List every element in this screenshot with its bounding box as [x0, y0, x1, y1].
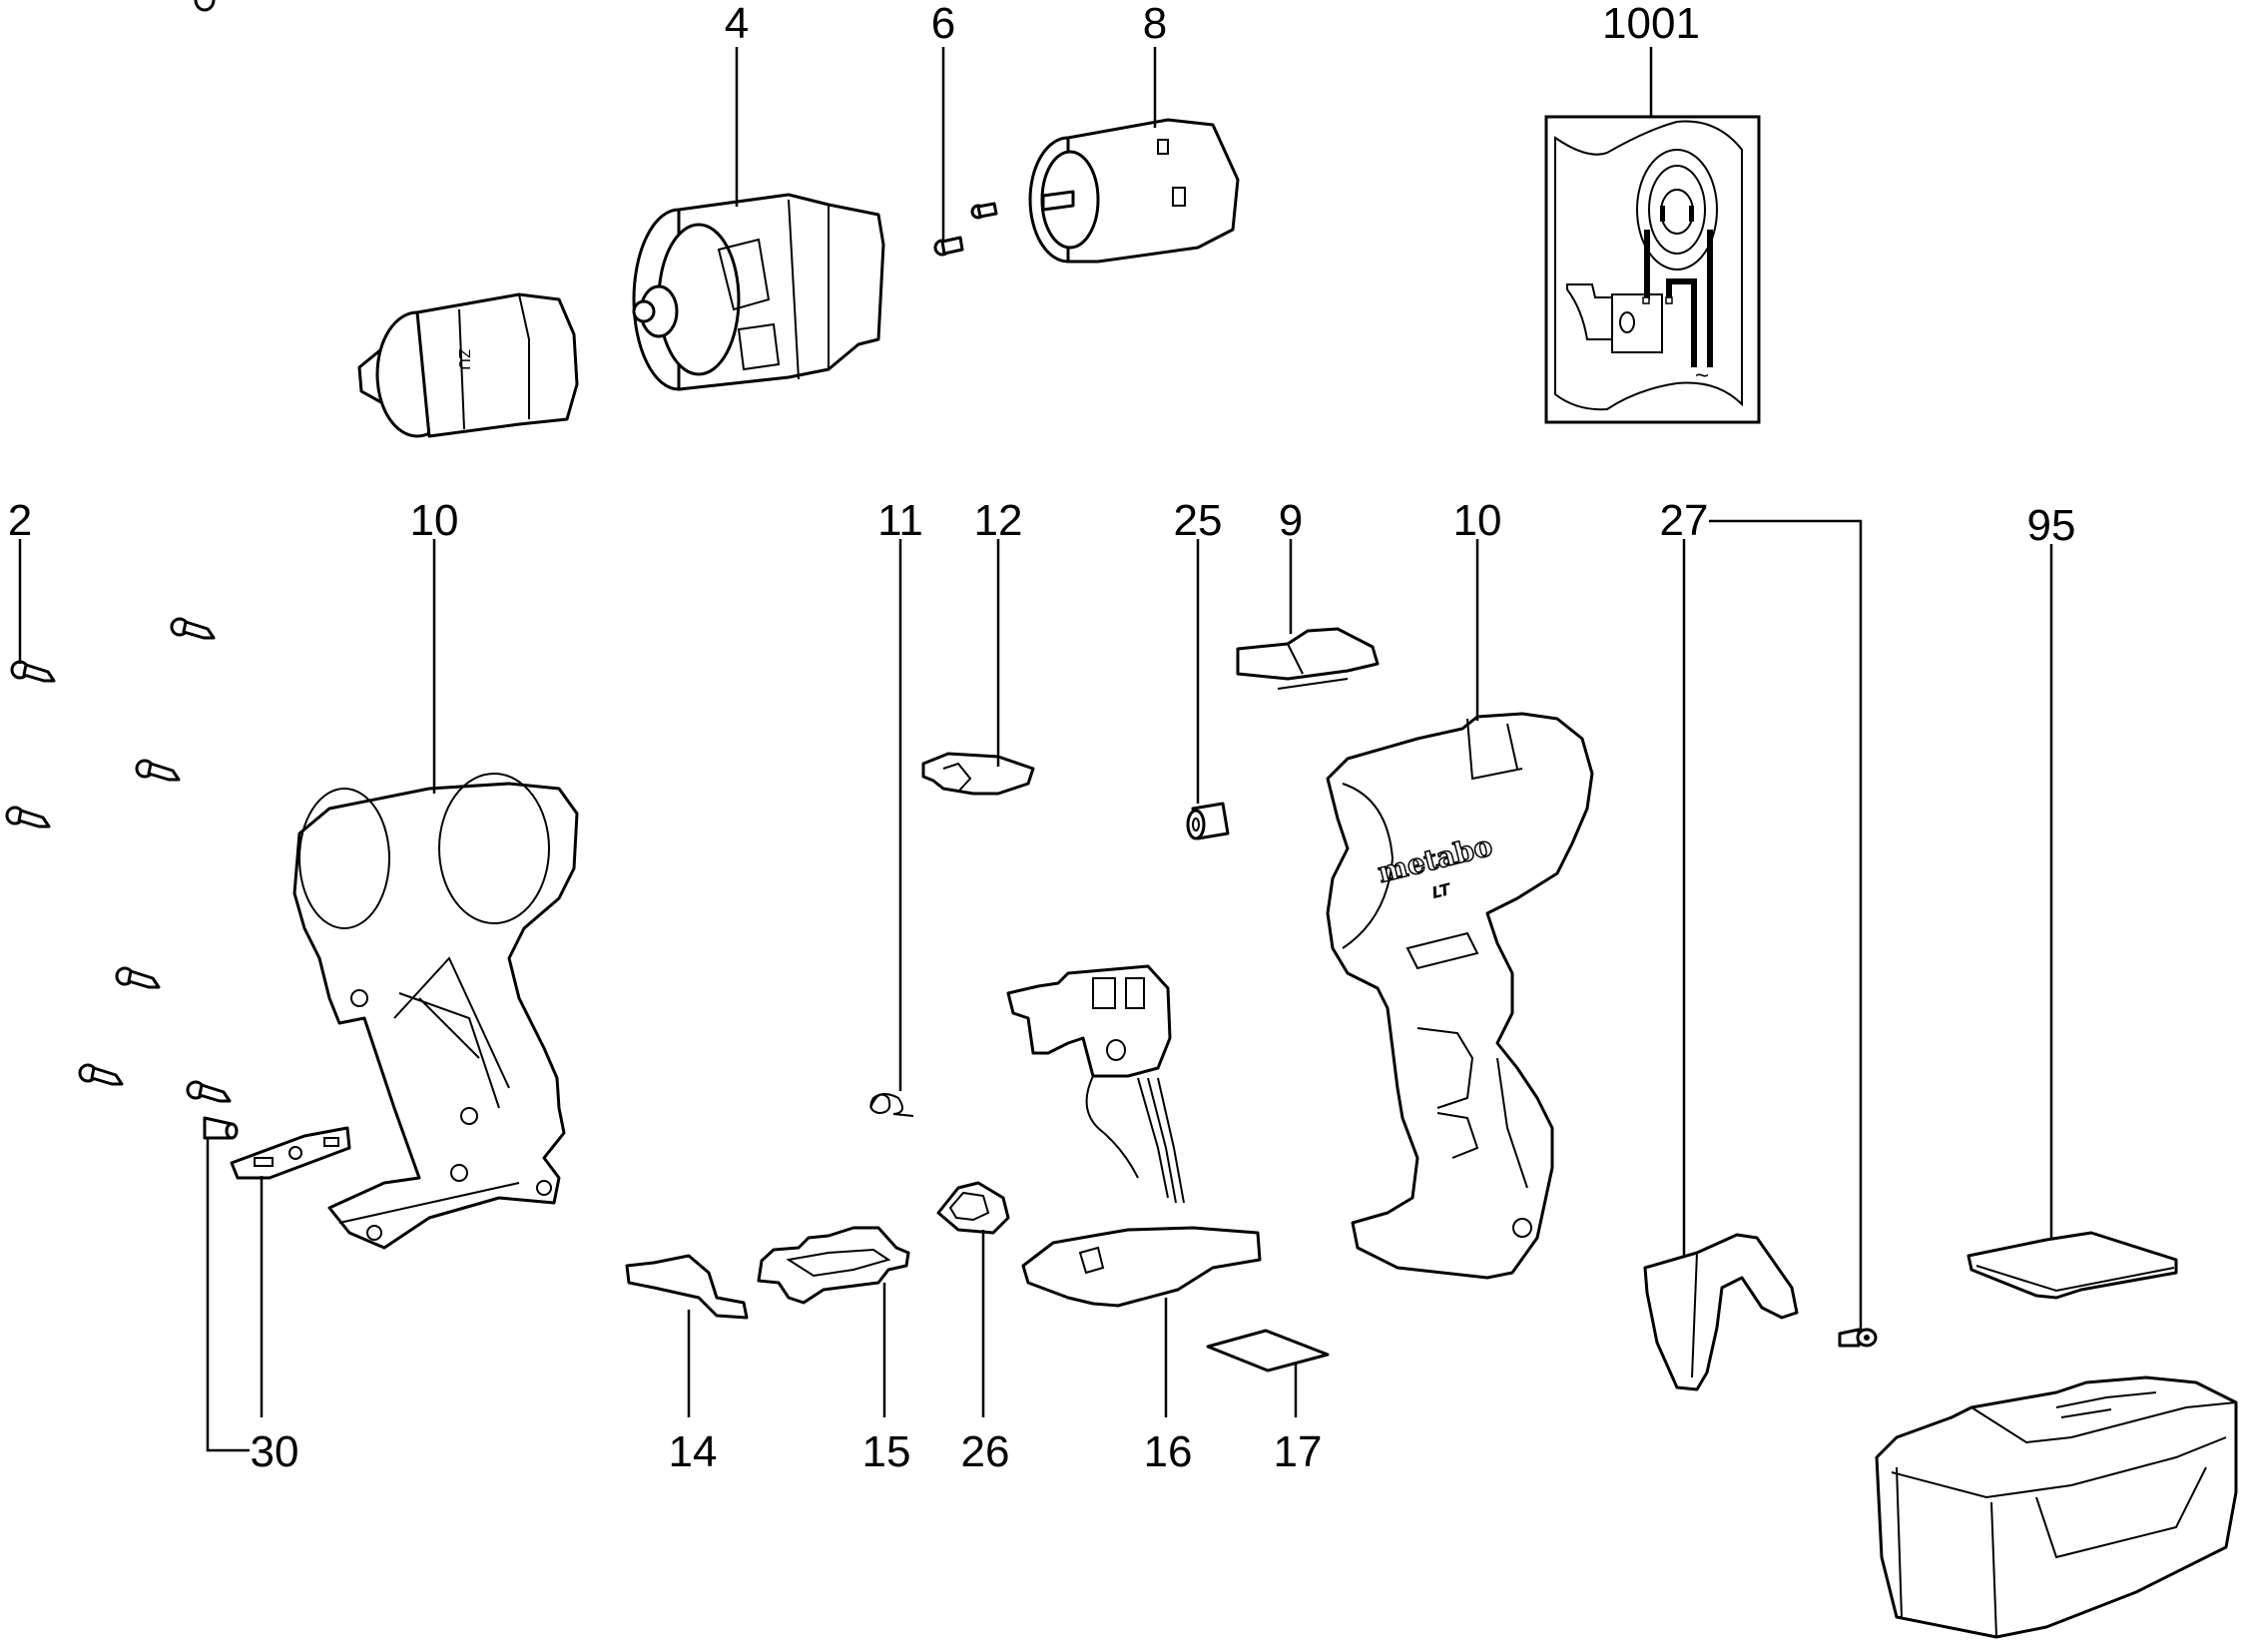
spacer-part-25 [1186, 802, 1230, 840]
callout-26: 26 [961, 1427, 1010, 1476]
lt-marking: LT [1429, 879, 1453, 902]
callout-6: 6 [931, 0, 955, 48]
screw-set-part-2 [5, 617, 232, 1103]
motor-part-8 [1028, 118, 1240, 264]
callout-10-left: 10 [410, 496, 459, 545]
callout-25: 25 [1174, 496, 1223, 545]
housing-left-part-10 [292, 773, 579, 1250]
ac-symbol: ~ [1695, 362, 1709, 389]
callout-14: 14 [669, 1427, 718, 1476]
screw [5, 806, 51, 828]
screw-part-6-b [970, 202, 998, 220]
callout-4: 4 [725, 0, 749, 48]
screw-part-30 [194, 0, 239, 1140]
callout-15: 15 [862, 1427, 911, 1476]
latch-part-14 [625, 1254, 749, 1320]
screw [186, 1080, 232, 1103]
callout-2: 2 [8, 496, 32, 545]
gearbox-part-4 [632, 193, 885, 391]
callout-8: 8 [1143, 0, 1167, 48]
callout-12: 12 [974, 496, 1023, 545]
drill-chuck: ZU [357, 292, 579, 438]
leader-lines [18, 47, 2053, 1452]
callout-1001: 1001 [1602, 0, 1700, 48]
screw [10, 660, 56, 683]
contact-plate-part-95 [1966, 1231, 2178, 1300]
callout-9: 9 [1279, 496, 1303, 545]
callout-27: 27 [1660, 496, 1709, 545]
belt-hook-part-27 [1643, 1233, 1799, 1391]
callout-labels: 4 6 8 1001 2 10 11 12 25 9 10 27 95 30 1… [8, 0, 2076, 1476]
callout-16: 16 [1144, 1427, 1193, 1476]
callout-10-right: 10 [1453, 496, 1502, 545]
battery-guide-part-15 [757, 1226, 910, 1305]
switch-lever-part-12 [921, 752, 1035, 796]
slide-switch-part-9 [1236, 627, 1380, 690]
callout-11: 11 [877, 496, 923, 545]
callout-30: 30 [251, 1427, 299, 1476]
chuck-marking: ZU [455, 348, 472, 369]
screw [78, 1063, 124, 1086]
housing-right-part-10: metabo LT [1326, 712, 1594, 1280]
battery-pack [1875, 1376, 2238, 1639]
switch-assembly-part-16 [1006, 964, 1262, 1308]
screw [135, 759, 181, 782]
led-cap-part-26 [936, 1181, 1010, 1235]
spring-part-11 [869, 1093, 914, 1117]
callout-17: 17 [1274, 1427, 1323, 1476]
screw-part-6-a [933, 236, 964, 257]
insulating-pad-part-17 [1206, 1329, 1330, 1373]
callout-95: 95 [2027, 501, 2076, 550]
screw [170, 617, 216, 640]
screw-part-27 [1838, 1328, 1878, 1348]
battery-latch-part-30 [230, 1126, 351, 1180]
wiring-diagram-1001: ~ [1544, 115, 1761, 424]
screw [115, 966, 161, 989]
